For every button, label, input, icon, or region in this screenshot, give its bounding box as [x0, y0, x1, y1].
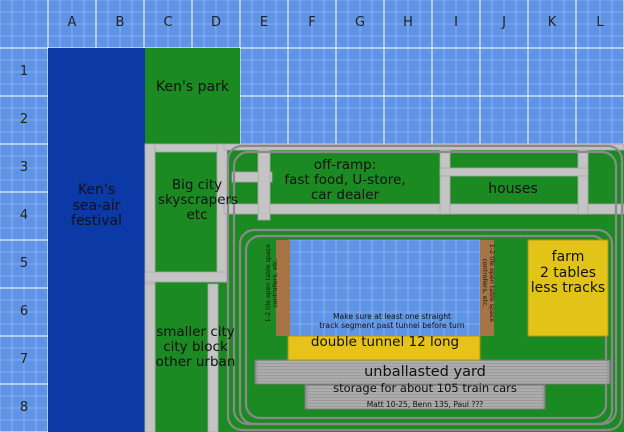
- column-header: E: [259, 15, 269, 30]
- road-city-bottom: [144, 271, 228, 283]
- road-ramp-vertical: [257, 149, 271, 221]
- column-header: C: [163, 15, 173, 30]
- road-ramp: [231, 171, 273, 183]
- yard-label: unballasted yard: [364, 364, 486, 380]
- tunnel-portal-right: [480, 240, 494, 336]
- column-header: F: [308, 15, 316, 30]
- column-header: H: [403, 15, 413, 30]
- sea-air-festival-label: Ken's sea-air festival: [71, 182, 122, 230]
- portal-right-label: 1-2 tile open table space controllers, e…: [481, 243, 496, 323]
- row-header: 3: [19, 160, 29, 175]
- track-loop-outer: [226, 144, 624, 432]
- sea-air-festival-area: [48, 48, 145, 432]
- big-city-label: Big city skyscrapers etc: [158, 177, 239, 224]
- road-houses-top: [439, 167, 589, 177]
- road-lower-right: [207, 283, 219, 432]
- track-loop-inner: [238, 228, 614, 426]
- row-header: 7: [19, 352, 29, 367]
- double-tunnel-label: double tunnel 12 long: [310, 334, 460, 350]
- row-header: 2: [19, 112, 29, 127]
- column-header: L: [596, 15, 604, 30]
- column-header: B: [115, 15, 125, 30]
- owners-label: Matt 10-25, Benn 135, Paul ???: [366, 400, 484, 409]
- houses-label: houses: [488, 181, 538, 197]
- column-header: A: [67, 15, 77, 30]
- farm-label: farm 2 tables less tracks: [530, 249, 606, 297]
- smaller-city-label: smaller city city block other urban: [155, 324, 236, 371]
- double-tunnel: [287, 335, 481, 361]
- park-area: [145, 48, 240, 144]
- storage-label: storage for about 105 train cars: [333, 381, 517, 395]
- column-header: G: [354, 15, 366, 30]
- column-header: D: [210, 15, 221, 30]
- road-lower-left: [144, 283, 156, 432]
- offramp-label: off-ramp: fast food, U-store, car dealer: [284, 157, 406, 204]
- column-header: I: [454, 15, 458, 30]
- row-header: 5: [19, 256, 29, 271]
- park-label: Ken's park: [156, 79, 229, 95]
- row-header: 1: [19, 64, 29, 79]
- row-header: 4: [19, 208, 29, 223]
- row-header: 8: [19, 400, 29, 415]
- column-header: K: [547, 15, 557, 30]
- road-houses-right: [577, 149, 589, 215]
- farm-area: [527, 239, 609, 337]
- tunnel-note-label: Make sure at least one straight track se…: [319, 312, 465, 330]
- row-header: 6: [19, 304, 29, 319]
- road-houses-left: [439, 149, 451, 215]
- column-header: J: [502, 15, 506, 30]
- portal-left-label: 1-2 tile open table space controllers, e…: [264, 243, 279, 323]
- road-middle: [223, 203, 624, 215]
- road-top: [144, 143, 226, 153]
- tunnel-portal-left: [276, 240, 290, 336]
